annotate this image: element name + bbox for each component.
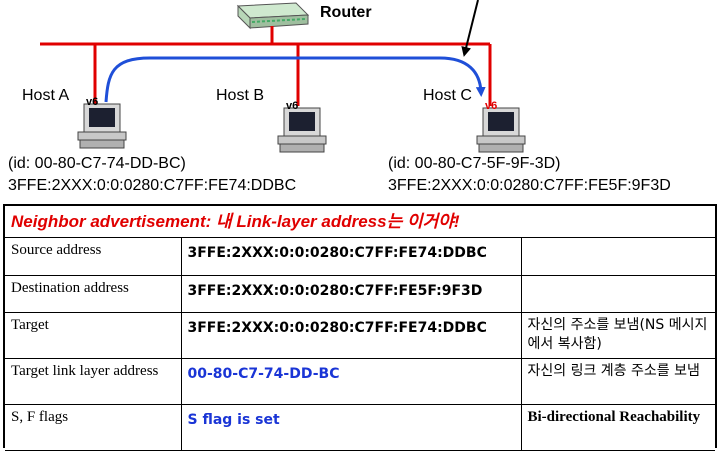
field-name: S, F flags bbox=[5, 403, 182, 451]
field-note bbox=[520, 238, 715, 276]
arrow-icon bbox=[461, 0, 479, 57]
field-value: 3FFE:2XXX:0:0:0280:C7FF:FE74:DDBC bbox=[180, 238, 522, 276]
field-name: Source address bbox=[5, 238, 182, 276]
neighbor-advertisement-table: Neighbor advertisement: 내 Link-layer add… bbox=[3, 204, 717, 451]
field-name: Target bbox=[5, 311, 182, 359]
field-value: 00-80-C7-74-DD-BC bbox=[180, 357, 522, 405]
field-value: S flag is set bbox=[180, 403, 522, 451]
router-label: Router bbox=[320, 4, 372, 21]
fields-table: Source address 3FFE:2XXX:0:0:0280:C7FF:F… bbox=[5, 238, 715, 451]
host-c-id: (id: 00-80-C7-5F-9F-3D) bbox=[388, 155, 561, 172]
host-b-label: Host B bbox=[216, 87, 265, 104]
network-diagram: Router Host A Host B Host C v6 v6 v6 (id… bbox=[0, 0, 720, 205]
table-row: S, F flags S flag is set Bi-directional … bbox=[5, 403, 715, 451]
host-a-label: Host A bbox=[22, 87, 70, 104]
table-title: Neighbor advertisement: 내 Link-layer add… bbox=[5, 206, 715, 238]
computer-icon bbox=[77, 103, 127, 149]
computer-icon bbox=[277, 107, 327, 153]
field-value: 3FFE:2XXX:0:0:0280:C7FF:FE5F:9F3D bbox=[180, 274, 522, 313]
field-note bbox=[520, 274, 715, 313]
table-row: Destination address 3FFE:2XXX:0:0:0280:C… bbox=[5, 274, 715, 313]
host-a-address: 3FFE:2XXX:0:0:0280:C7FF:FE74:DDBC bbox=[8, 177, 297, 194]
host-c-v6-badge: v6 bbox=[485, 100, 498, 112]
field-note: Bi-directional Reachability bbox=[520, 403, 715, 451]
host-c-address: 3FFE:2XXX:0:0:0280:C7FF:FE5F:9F3D bbox=[388, 177, 671, 194]
field-note: 자신의 주소를 보냄(NS 메시지에서 복사함) bbox=[520, 311, 715, 359]
diagram-canvas bbox=[40, 0, 526, 153]
field-note: 자신의 링크 계층 주소를 보냄 bbox=[520, 357, 715, 405]
table-row: Target link layer address 00-80-C7-74-DD… bbox=[5, 357, 715, 405]
field-name: Target link layer address bbox=[5, 357, 182, 405]
field-value: 3FFE:2XXX:0:0:0280:C7FF:FE74:DDBC bbox=[180, 311, 522, 359]
field-name: Destination address bbox=[5, 274, 182, 313]
computer-icon bbox=[476, 107, 526, 153]
table-row: Source address 3FFE:2XXX:0:0:0280:C7FF:F… bbox=[5, 238, 715, 276]
host-a-v6-badge: v6 bbox=[86, 96, 99, 108]
host-a-id: (id: 00-80-C7-74-DD-BC) bbox=[8, 155, 186, 172]
table-row: Target 3FFE:2XXX:0:0:0280:C7FF:FE74:DDBC… bbox=[5, 311, 715, 359]
router-icon bbox=[236, 2, 310, 30]
host-b-v6-badge: v6 bbox=[286, 100, 299, 112]
advertisement-path bbox=[104, 56, 486, 103]
host-c-label: Host C bbox=[423, 87, 472, 104]
